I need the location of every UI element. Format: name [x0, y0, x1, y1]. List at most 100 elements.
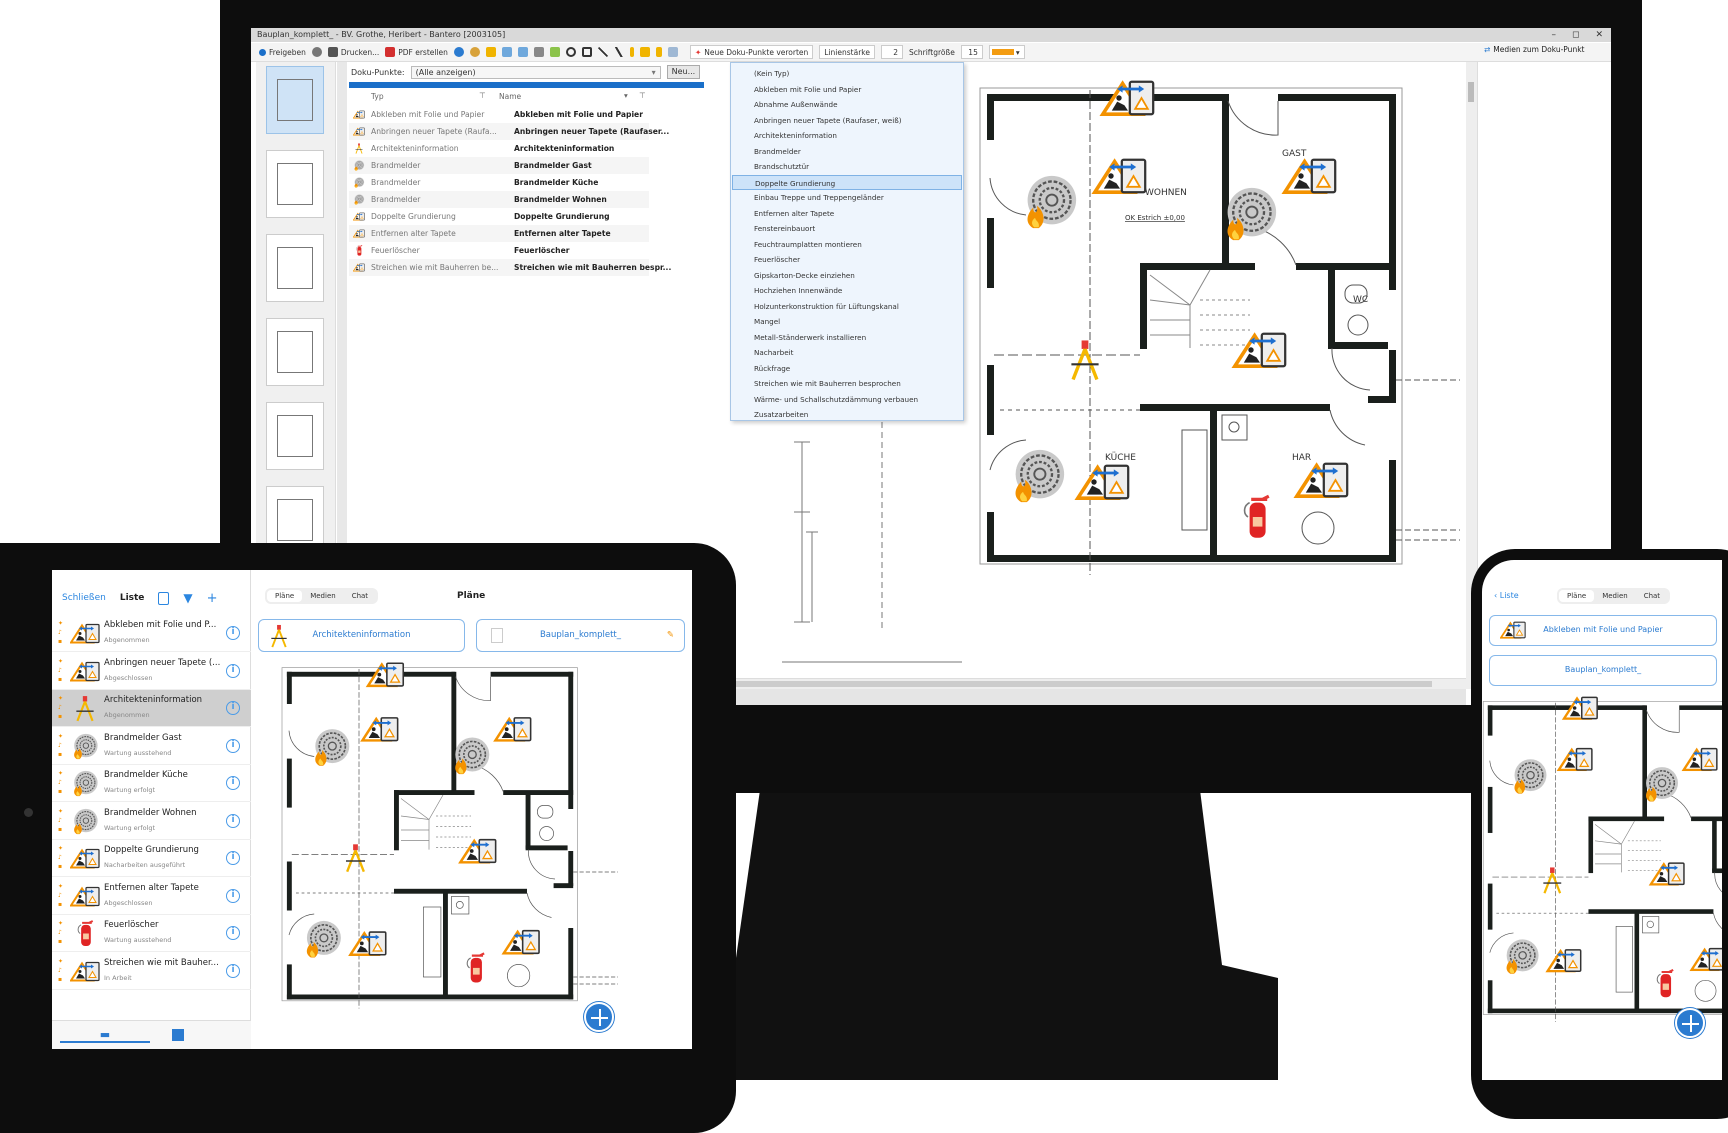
plan-thumbnail[interactable]	[266, 66, 324, 134]
settings-icon[interactable]	[469, 47, 480, 57]
ellipse-tool-icon[interactable]	[565, 47, 576, 57]
calendar-icon[interactable]	[158, 591, 170, 605]
point-card[interactable]: Abkleben mit Folie und Papier	[1489, 615, 1717, 646]
font-size-stepper[interactable]: 15	[960, 45, 983, 59]
info-icon[interactable]: i	[226, 738, 240, 753]
column-header-type[interactable]: Typ	[371, 92, 384, 101]
layer-icon[interactable]	[485, 47, 496, 57]
back-button[interactable]: ‹ Liste	[1494, 591, 1519, 600]
sort-icon[interactable]: ▾	[624, 91, 628, 100]
line-tool-icon[interactable]	[597, 47, 608, 57]
text-tool-icon[interactable]	[667, 47, 678, 57]
dropdown-option[interactable]: Streichen wie mit Bauherren besprochen	[754, 379, 901, 388]
highlighter-tool-icon[interactable]	[655, 47, 662, 57]
grid-icon[interactable]	[533, 47, 544, 57]
segment-media[interactable]: Medien	[310, 592, 336, 600]
plan-thumbnail[interactable]	[266, 402, 324, 470]
dropdown-option[interactable]: Wärme- und Schallschutzdämmung verbauen	[754, 394, 919, 404]
dropdown-option[interactable]: Abnahme Außenwände	[754, 100, 838, 109]
plan-thumbnail[interactable]	[266, 234, 324, 302]
phone-floor-plan[interactable]	[1482, 683, 1722, 1025]
dropdown-option[interactable]: Fenstereinbauort	[754, 224, 816, 233]
dropdown-option[interactable]: Rückfrage	[754, 363, 791, 373]
dropdown-option[interactable]: Holzunterkonstruktion für Lüftungskanal	[754, 301, 899, 311]
filter-select[interactable]: (Alle anzeigen)	[410, 65, 661, 79]
freehand-tool-icon[interactable]	[613, 47, 624, 57]
add-point-button[interactable]	[584, 1002, 614, 1032]
info-icon[interactable]: i	[226, 776, 240, 790]
line-width-stepper[interactable]: 2	[880, 45, 903, 59]
segment-chat[interactable]: Chat	[351, 592, 369, 600]
rectangle-tool-icon[interactable]	[581, 47, 592, 57]
info-icon[interactable]: i	[226, 851, 240, 865]
dropdown-option[interactable]: Doppelte Grundierung	[732, 174, 962, 190]
thumbnails-scrollbar[interactable]	[337, 62, 347, 705]
color-picker[interactable]: ▾	[988, 45, 1025, 59]
info-icon[interactable]: i	[226, 701, 240, 715]
place-doku-points-button[interactable]: ✦Neue Doku-Punkte verorten	[689, 45, 814, 59]
filter-icon[interactable]: ▼	[183, 591, 193, 605]
close-button[interactable]: ✕	[1595, 30, 1603, 40]
filter-icon[interactable]: ⊤	[639, 91, 646, 100]
dropdown-option[interactable]: Architekteninformation	[754, 131, 837, 140]
undo-icon[interactable]	[453, 47, 464, 57]
segment-plans[interactable]: Pläne	[1559, 590, 1595, 602]
dropdown-option[interactable]: Brandschutztür	[754, 162, 810, 171]
info-icon[interactable]: i	[226, 663, 240, 678]
close-button[interactable]: Schließen	[62, 593, 106, 603]
globe-icon[interactable]	[311, 47, 322, 57]
dropdown-option[interactable]: (Kein Typ)	[754, 69, 790, 78]
info-icon[interactable]: i	[226, 888, 240, 903]
pen-tool-icon[interactable]	[629, 47, 634, 57]
plan-tab-icon[interactable]	[172, 1029, 184, 1041]
pdf-button[interactable]: PDF erstellen	[385, 47, 448, 57]
plan-vertical-scrollbar[interactable]	[1466, 62, 1477, 689]
dropdown-option[interactable]: Metall-Ständerwerk installieren	[754, 332, 867, 342]
dropdown-option[interactable]: Abkleben mit Folie und Papier	[754, 84, 862, 94]
dropdown-option[interactable]: Hochziehen Innenwände	[754, 286, 843, 295]
info-icon[interactable]: i	[226, 626, 240, 640]
plan-card[interactable]: Bauplan_komplett_	[1489, 655, 1717, 686]
floor-plan[interactable]: WOHNEN GAST KÜCHE HAR WC OK Estrich ±0,0…	[960, 62, 1460, 580]
segment-plans[interactable]: Pläne	[267, 590, 303, 602]
marker-tool-icon[interactable]	[639, 47, 650, 57]
dropdown-option[interactable]: Entfernen alter Tapete	[754, 208, 835, 218]
dropdown-option[interactable]: Brandmelder	[754, 146, 801, 156]
dropdown-option[interactable]: Anbringen neuer Tapete (Raufaser, weiß)	[754, 115, 902, 125]
plan-thumbnail[interactable]	[266, 486, 324, 554]
dropdown-option[interactable]: Zusatzarbeiten	[754, 410, 809, 419]
dropdown-option[interactable]: Feuerlöscher	[754, 255, 801, 264]
tablet-floor-plan[interactable]	[268, 648, 618, 1012]
segment-chat[interactable]: Chat	[1643, 592, 1661, 600]
new-button[interactable]: Neu...	[666, 65, 701, 79]
measure-icon[interactable]	[501, 47, 512, 57]
point-card[interactable]: Architekteninformation	[258, 619, 465, 652]
folder-tab-icon[interactable]: ▬	[60, 1028, 150, 1043]
add-icon[interactable]: +	[206, 590, 218, 606]
maximize-button[interactable]: ◻	[1571, 30, 1580, 40]
filter-icon[interactable]: ⊤	[479, 91, 486, 100]
dropdown-option[interactable]: Nacharbeit	[754, 348, 794, 357]
column-header-name[interactable]: Name	[499, 92, 522, 101]
plan-card[interactable]: Bauplan_komplett_ ✎	[476, 619, 685, 652]
dropdown-option[interactable]: Einbau Treppe und Treppengeländer	[754, 193, 884, 202]
dropdown-option[interactable]: Feuchtraumplatten montieren	[754, 239, 862, 249]
plan-horizontal-scrollbar[interactable]	[722, 678, 1466, 689]
segment-media[interactable]: Medien	[1602, 592, 1628, 600]
doku-point-row[interactable]: Anbringen neuer Tapete (Raufa...Anbringe…	[349, 123, 669, 140]
